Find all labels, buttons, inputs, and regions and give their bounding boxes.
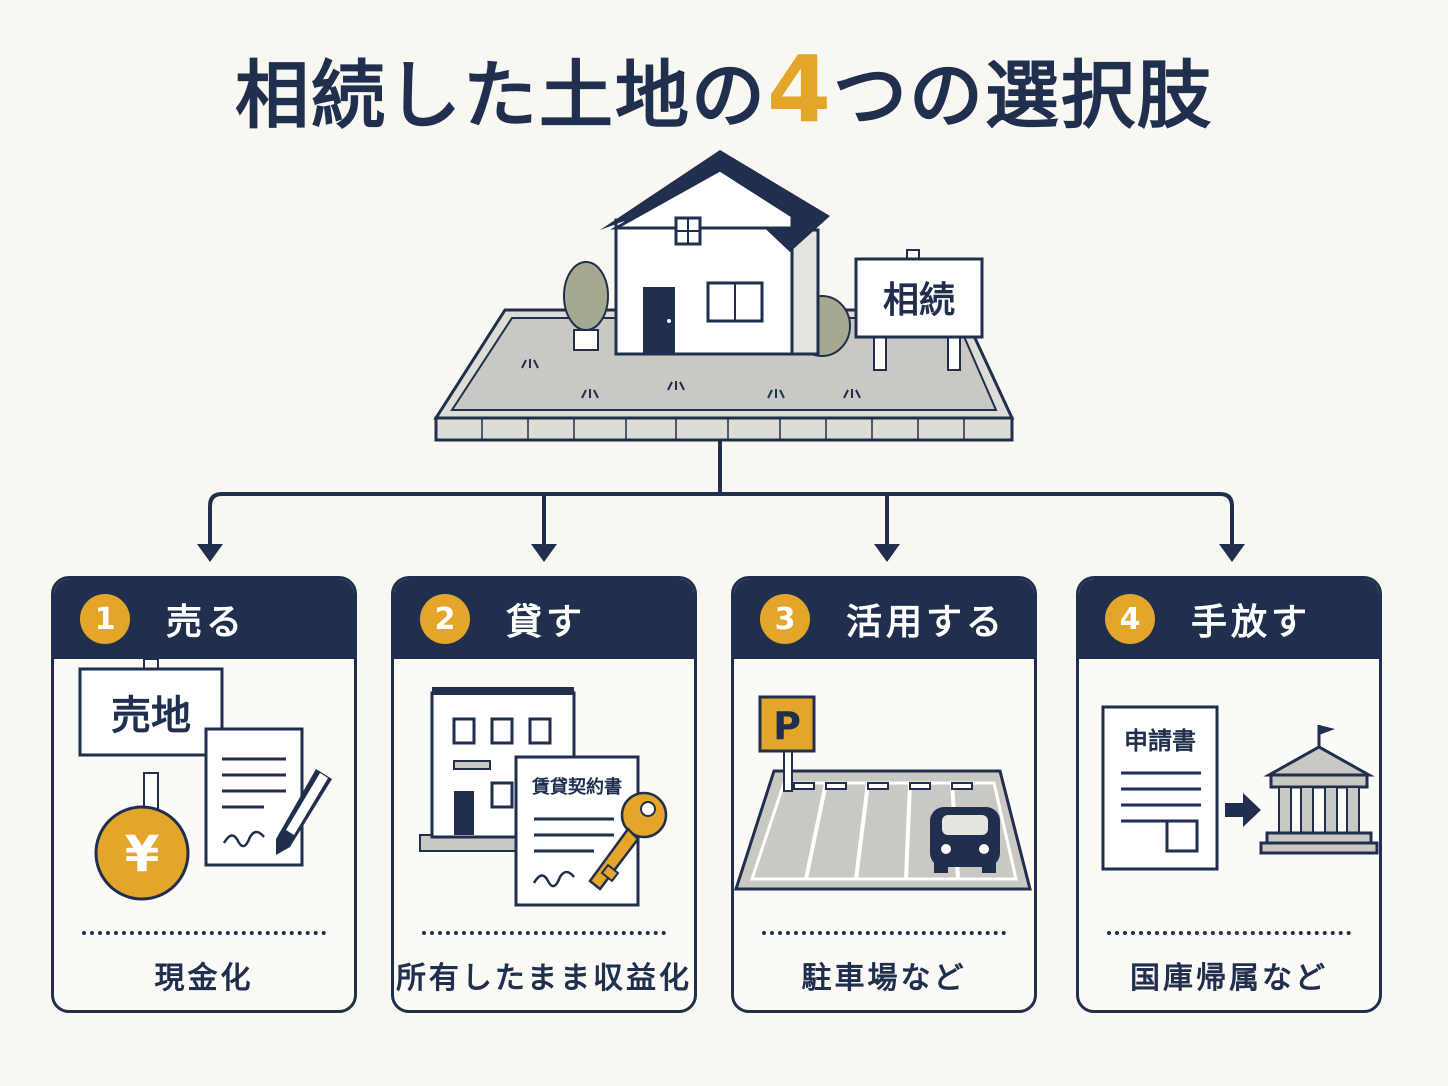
sign-label: 相続	[883, 280, 955, 321]
page-title: 相続した土地の4つの選択肢	[0, 40, 1448, 146]
number-badge: 1	[80, 594, 130, 644]
card-header: 3 活用する	[734, 579, 1034, 659]
card-caption: 国庫帰属など	[1130, 961, 1328, 996]
car-icon	[930, 807, 1000, 873]
parking-sign-label: P	[773, 704, 801, 748]
title-prefix: 相続した土地の	[234, 53, 767, 139]
title-number: 4	[766, 36, 833, 143]
divider	[762, 931, 1006, 935]
card-header: 2 貸す	[394, 579, 694, 659]
divider	[82, 931, 326, 935]
divider	[422, 931, 666, 935]
government-building-icon	[1259, 725, 1379, 855]
option-card-relinquish: 4 手放す 申請書	[1076, 576, 1382, 1013]
number-badge: 4	[1105, 594, 1155, 644]
parking-illustration: P	[734, 695, 1032, 891]
branch-connector	[208, 440, 1234, 546]
card-title: 活用する	[846, 602, 1007, 643]
yen-coin-icon	[94, 805, 190, 901]
lease-illustration: 賃貸契約書	[419, 687, 668, 907]
parking-sign-icon: P	[758, 695, 816, 792]
number-badge: 2	[420, 594, 470, 644]
house-icon	[600, 150, 830, 356]
card-header: 4 手放す	[1079, 579, 1379, 659]
card-caption: 現金化	[154, 961, 254, 996]
arrow-right-icon	[1225, 793, 1261, 827]
pen-icon	[276, 769, 332, 855]
sell-illustration: 売地 ¥	[78, 659, 332, 901]
card-title: 貸す	[506, 602, 587, 643]
application-label: 申請書	[1124, 727, 1196, 755]
option-card-sell: 1 売る 売地 ¥ 現金化	[51, 576, 357, 1013]
contract-document-icon: 賃貸契約書	[514, 755, 640, 907]
number-badge: 3	[760, 594, 810, 644]
branch-arrows	[197, 544, 1245, 562]
card-caption: 駐車場など	[801, 961, 967, 996]
tree-left-icon	[563, 261, 609, 351]
option-card-utilize: 3 活用する P	[731, 576, 1037, 1013]
inheritance-sign: 相続	[854, 249, 984, 371]
contract-label: 賃貸契約書	[531, 776, 622, 798]
relinquish-illustration: 申請書	[1101, 705, 1379, 871]
sell-sign-label: 売地	[111, 693, 191, 739]
yen-symbol: ¥	[125, 825, 160, 883]
key-icon	[588, 791, 668, 891]
application-document-icon: 申請書	[1101, 705, 1219, 871]
card-title: 手放す	[1191, 602, 1312, 643]
hero-illustration: 相続	[197, 150, 1245, 562]
card-title: 売る	[166, 602, 247, 643]
option-card-lease: 2 貸す 賃貸契約書 所有したまま収益化	[391, 576, 697, 1013]
title-suffix: つの選択肢	[833, 53, 1213, 139]
divider	[1107, 931, 1351, 935]
card-caption: 所有したまま収益化	[395, 961, 693, 996]
card-header: 1 売る	[54, 579, 354, 659]
